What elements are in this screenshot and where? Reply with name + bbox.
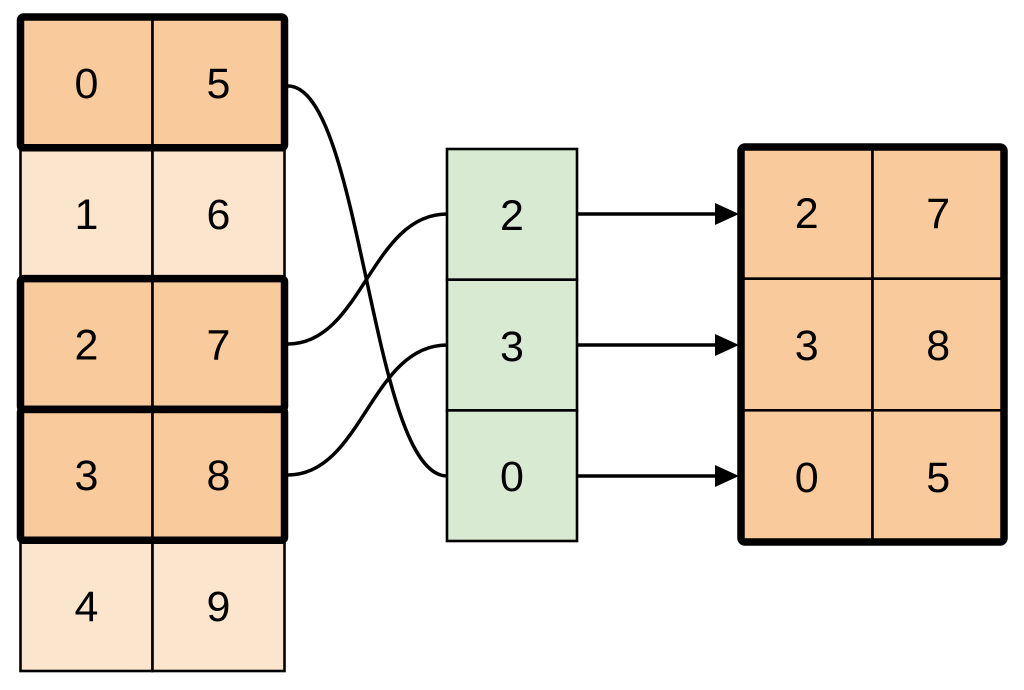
result-value-r1c1: 8 [926, 322, 950, 370]
result-value-r2c0: 0 [795, 454, 819, 502]
curve-source-row2-to-index-slot0 [286, 212, 449, 346]
source-row-4: 4 9 [19, 538, 286, 673]
result-value-r1c0: 3 [795, 322, 819, 370]
source-row-0-highlight-outline [16, 13, 289, 152]
source-row-0: 0 5 [19, 15, 286, 150]
source-value-r0c0: 0 [75, 60, 99, 108]
source-cell-r4c0 [19, 538, 154, 673]
curve-source-row3-to-index-slot1 [286, 343, 449, 477]
connector-arrows [577, 203, 739, 487]
index-cell-2 [445, 409, 579, 543]
result-cell-r1c1 [871, 277, 1006, 412]
source-cell-r2c1 [151, 277, 286, 411]
source-cell-r1c1 [151, 146, 286, 280]
source-row-1: 1 6 [19, 146, 286, 280]
index-value-1: 3 [500, 323, 524, 371]
source-cell-r0c0 [19, 15, 154, 150]
result-cell-r2c0 [739, 408, 874, 544]
result-value-r0c0: 2 [795, 190, 819, 238]
arrowhead-icon [715, 465, 739, 487]
source-value-r0c1: 5 [207, 60, 231, 108]
source-value-r1c1: 6 [207, 191, 231, 239]
index-value-2: 0 [500, 453, 524, 501]
arrowhead-icon [715, 334, 739, 356]
index-column: 2 3 0 [445, 147, 579, 543]
source-row-3-highlight-outline [16, 405, 289, 544]
source-value-r4c1: 9 [207, 583, 231, 631]
arrowhead-icon [715, 203, 739, 225]
source-row-2: 2 7 [19, 277, 286, 411]
source-cell-r4c1 [151, 538, 286, 673]
index-value-0: 2 [500, 192, 524, 240]
connector-curves [286, 84, 449, 478]
source-value-r2c0: 2 [75, 322, 99, 370]
source-value-r4c0: 4 [75, 583, 99, 631]
result-table: 2 7 3 8 0 5 [737, 143, 1008, 546]
arrow-index1-to-result-row1 [577, 334, 739, 356]
arrow-index2-to-result-row2 [577, 465, 739, 487]
source-value-r3c0: 3 [75, 452, 99, 500]
index-cell-0 [445, 147, 579, 281]
result-table-outline [737, 143, 1008, 546]
source-cell-r0c1 [151, 15, 286, 150]
source-table: 0 5 1 6 2 7 3 8 4 9 [16, 13, 289, 673]
source-value-r1c0: 1 [75, 191, 99, 239]
source-cell-r3c1 [151, 408, 286, 542]
result-cell-r2c1 [871, 408, 1006, 544]
result-value-r2c1: 5 [926, 454, 950, 502]
arrow-index0-to-result-row0 [577, 203, 739, 225]
result-cell-r1c0 [739, 277, 874, 412]
source-value-r2c1: 7 [207, 322, 231, 370]
source-row-3: 3 8 [19, 408, 286, 542]
result-value-r0c1: 7 [926, 190, 950, 238]
source-value-r3c1: 8 [207, 452, 231, 500]
